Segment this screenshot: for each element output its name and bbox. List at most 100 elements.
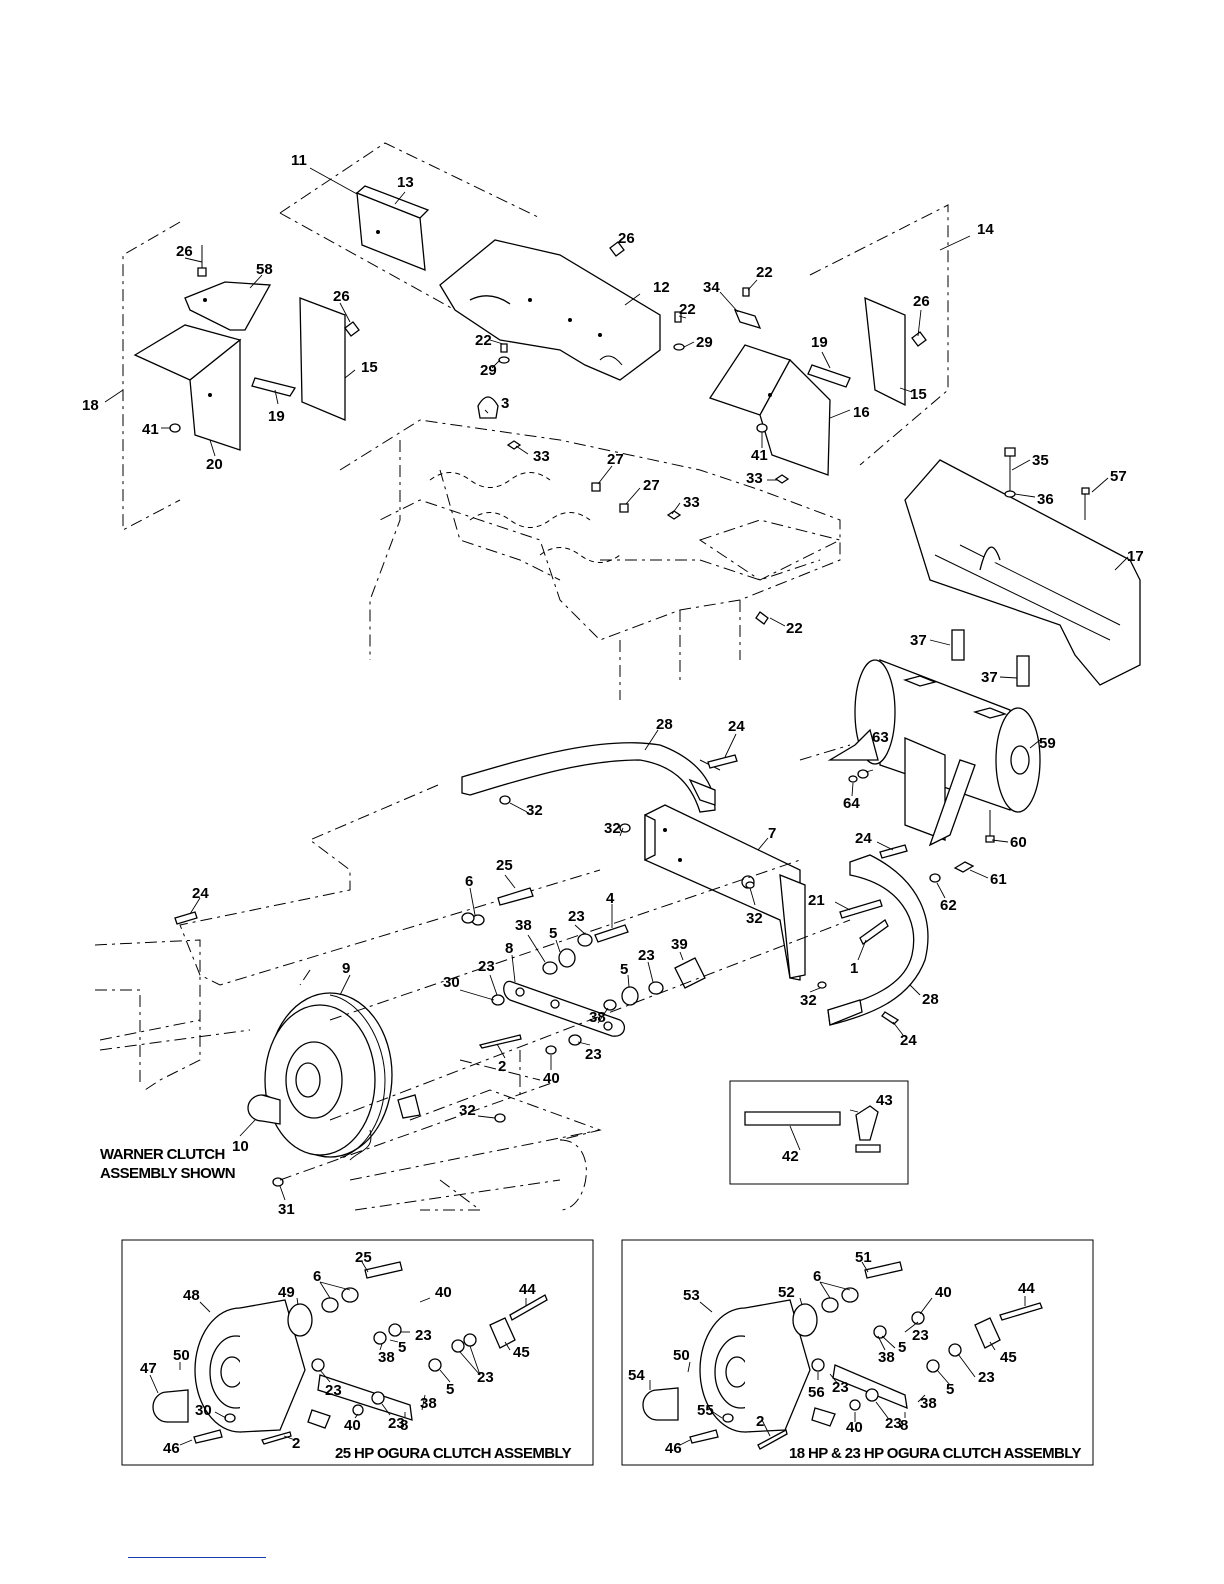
label-21: 21 [808,892,825,909]
label-45: 45 [513,1344,530,1361]
part-number-labels: 11 13 14 26 26 58 12 22 34 26 26 22 22 2… [82,152,1144,1457]
label-43: 43 [876,1092,893,1109]
label-20: 20 [206,456,223,473]
label-59: 59 [1039,735,1056,752]
label-6: 6 [313,1268,321,1285]
label-49: 49 [278,1284,295,1301]
part-34-clamp [733,308,762,330]
label-23: 23 [585,1046,602,1063]
label-38: 38 [878,1349,895,1366]
label-5: 5 [946,1381,954,1398]
label-36: 36 [1037,491,1054,508]
part-19-left-strip [251,377,297,397]
label-11: 11 [291,152,307,169]
hardware-17 [1004,447,1090,520]
label-48: 48 [183,1287,200,1304]
label-33: 33 [746,470,763,487]
label-28: 28 [656,716,673,733]
label-18: 18 [82,397,99,414]
label-32: 32 [800,992,817,1009]
captions: WARNER CLUTCH ASSEMBLY SHOWN 25 HP OGURA… [100,1146,1082,1462]
label-8: 8 [505,940,513,957]
label-61: 61 [990,871,1007,888]
part-28-lower-guard [827,854,929,1026]
label-32: 32 [459,1102,476,1119]
label-2: 2 [756,1413,764,1430]
label-33: 33 [533,448,550,465]
label-10: 10 [232,1138,249,1155]
label-8: 8 [900,1417,908,1434]
label-30: 30 [443,974,460,991]
label-5: 5 [398,1339,406,1356]
label-16: 16 [853,404,870,421]
label-22: 22 [679,301,696,318]
frame-outline-dashed [339,419,842,700]
label-27: 27 [607,451,624,468]
center-lines [279,744,851,1181]
label-63: 63 [872,729,889,746]
label-32: 32 [526,802,543,819]
label-19: 19 [268,408,285,425]
part-15-left-plate [299,297,346,421]
label-38: 38 [589,1009,606,1026]
label-6: 6 [813,1268,821,1285]
label-50: 50 [673,1347,690,1364]
label-32: 32 [746,910,763,927]
label-58: 58 [256,261,273,278]
caption-ogura-18-23hp: 18 HP & 23 HP OGURA CLUTCH ASSEMBLY [789,1445,1081,1462]
label-8: 8 [400,1417,408,1434]
label-26: 26 [176,243,193,260]
label-44: 44 [519,1281,536,1298]
label-50: 50 [173,1347,190,1364]
hardware-59 [848,769,995,883]
label-40: 40 [435,1284,452,1301]
label-53: 53 [683,1287,700,1304]
label-54: 54 [628,1367,645,1384]
label-46: 46 [665,1440,682,1457]
part-19-right-strip [807,364,851,388]
label-23: 23 [978,1369,995,1386]
label-32: 32 [604,820,621,837]
label-25: 25 [355,1249,372,1266]
label-28: 28 [922,991,939,1008]
label-15: 15 [361,359,378,376]
kit-box-42-43 [729,1080,909,1185]
label-2: 2 [292,1435,300,1452]
label-5: 5 [549,925,557,942]
label-52: 52 [778,1284,795,1301]
label-57: 57 [1110,468,1127,485]
label-24: 24 [855,830,872,847]
label-24: 24 [900,1032,917,1049]
label-23: 23 [568,908,585,925]
assembly-plane-11 [279,142,541,219]
part-37-spacers [951,629,1030,687]
part-13-bracket [355,185,430,271]
label-7: 7 [768,825,776,842]
label-46: 46 [163,1440,180,1457]
part-8-idler-arm [503,980,626,1037]
caption-ogura-25hp: 25 HP OGURA CLUTCH ASSEMBLY [335,1445,572,1462]
label-1: 1 [850,960,858,977]
label-47: 47 [140,1360,157,1377]
label-5: 5 [446,1381,454,1398]
label-29: 29 [696,334,713,351]
label-27: 27 [643,477,660,494]
part-58-plate [184,281,272,331]
part-15-right-plate [864,296,906,407]
label-26: 26 [913,293,930,310]
label-4: 4 [606,890,615,907]
label-41: 41 [751,447,768,464]
label-45: 45 [1000,1349,1017,1366]
leader-lines [104,167,1129,1446]
part-28-upper-guard [461,742,721,813]
assembly-plane-18 [122,221,181,531]
label-26: 26 [333,288,350,305]
label-24: 24 [192,885,209,902]
label-37: 37 [910,632,927,649]
label-5: 5 [898,1339,906,1356]
label-22: 22 [786,620,803,637]
label-13: 13 [397,174,414,191]
label-19: 19 [811,334,828,351]
label-23: 23 [325,1382,342,1399]
